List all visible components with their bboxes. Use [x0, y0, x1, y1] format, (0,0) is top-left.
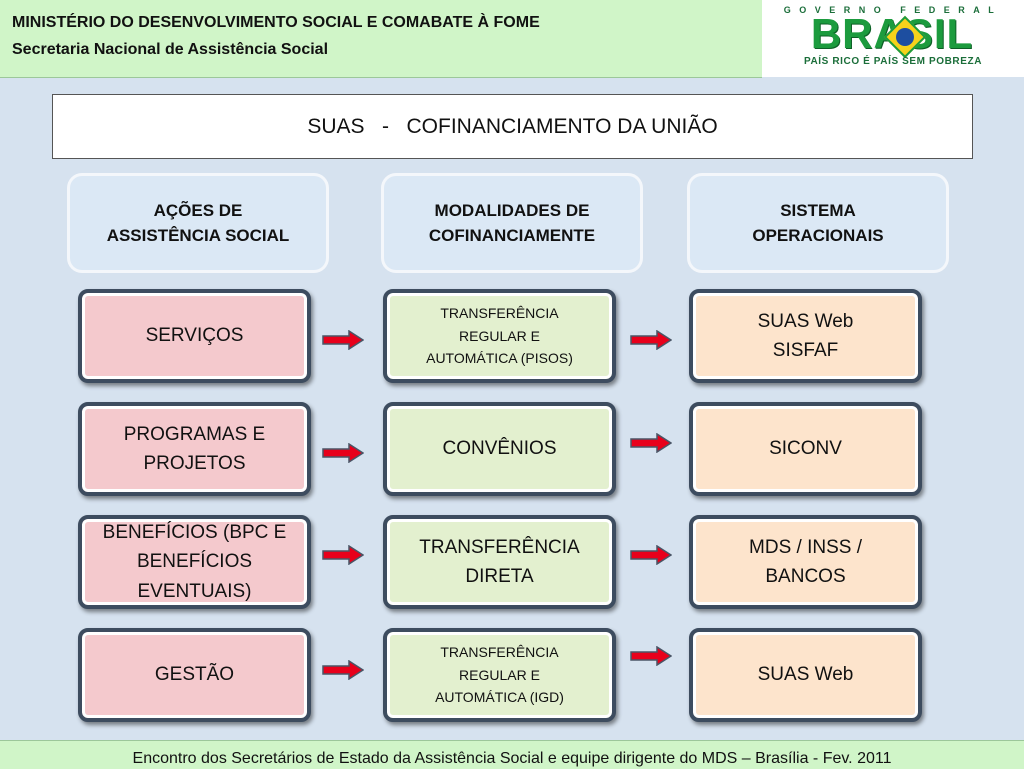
right-arrow-icon — [630, 545, 672, 565]
secretariat-name: Secretaria Nacional de Assistência Socia… — [12, 41, 329, 58]
action-box-programas: PROGRAMAS E PROJETOS — [78, 402, 311, 496]
action-box-beneficios: BENEFÍCIOS (BPC E BENEFÍCIOS EVENTUAIS) — [78, 515, 311, 609]
box-line: SUAS Web — [757, 664, 854, 686]
box-line: PROJETOS — [143, 453, 246, 474]
box-line: AUTOMÁTICA (PISOS) — [426, 350, 573, 367]
box-line: PROGRAMAS E — [123, 423, 266, 445]
box-line: SICONV — [769, 438, 842, 460]
modality-box-direta: TRANSFERÊNCIA DIRETA — [383, 515, 616, 609]
right-arrow-icon — [322, 330, 364, 350]
box-line: GESTÃO — [154, 664, 235, 686]
column-header-line: ASSISTÊNCIA SOCIAL — [106, 226, 290, 245]
box-line: EVENTUAIS) — [137, 580, 252, 602]
column-header-line: OPERACIONAIS — [752, 226, 884, 245]
column-header-systems: SISTEMA OPERACIONAIS — [690, 176, 946, 270]
right-arrow-icon — [630, 433, 672, 453]
footer-banner: Encontro dos Secretários de Estado da As… — [0, 740, 1024, 769]
header-banner: MINISTÉRIO DO DESENVOLVIMENTO SOCIAL E C… — [0, 0, 762, 78]
ministry-name: MINISTÉRIO DO DESENVOLVIMENTO SOCIAL E C… — [12, 14, 540, 31]
column-header-line: COFINANCIAMENTE — [428, 226, 596, 245]
flag-globe-icon — [896, 28, 914, 46]
box-line: CONVÊNIOS — [442, 438, 557, 460]
page-title: SUAS - COFINANCIAMENTO DA UNIÃO — [52, 94, 973, 159]
box-line: TRANSFERÊNCIA — [440, 644, 559, 661]
action-box-gestao: GESTÃO — [78, 628, 311, 722]
column-header-modalities: MODALIDADES DE COFINANCIAMENTE — [384, 176, 640, 270]
box-line: MDS / INSS / — [749, 536, 862, 558]
box-line: BENEFÍCIOS (BPC E — [102, 521, 287, 543]
brasil-logo: GOVERNO FEDERAL BRASIL PAÍS RICO É PAÍS … — [762, 0, 1024, 77]
box-line: TRANSFERÊNCIA — [419, 536, 580, 558]
box-line: AUTOMÁTICA (IGD) — [435, 689, 564, 706]
system-box-siconv: SICONV — [689, 402, 922, 496]
right-arrow-icon — [322, 443, 364, 463]
action-box-servicos: SERVIÇOS — [78, 289, 311, 383]
box-line: REGULAR E — [459, 666, 540, 683]
modality-box-igd: TRANSFERÊNCIA REGULAR E AUTOMÁTICA (IGD) — [383, 628, 616, 722]
system-box-suas-web: SUAS Web — [689, 628, 922, 722]
column-header-line: MODALIDADES DE — [434, 200, 590, 220]
column-header-line: SISTEMA — [780, 200, 856, 220]
box-line: SISFAF — [772, 340, 839, 361]
box-line: BENEFÍCIOS — [136, 551, 253, 573]
right-arrow-icon — [322, 545, 364, 565]
modality-box-convenios: CONVÊNIOS — [383, 402, 616, 496]
modality-box-pisos: TRANSFERÊNCIA REGULAR E AUTOMÁTICA (PISOS) — [383, 289, 616, 383]
box-line: SERVIÇOS — [145, 325, 244, 347]
right-arrow-icon — [630, 330, 672, 350]
box-line: TRANSFERÊNCIA — [440, 305, 559, 322]
box-line: DIRETA — [465, 566, 534, 587]
column-header-line: AÇÕES DE — [153, 200, 243, 220]
column-header-actions: AÇÕES DE ASSISTÊNCIA SOCIAL — [70, 176, 326, 270]
box-line: REGULAR E — [459, 327, 540, 344]
right-arrow-icon — [322, 660, 364, 680]
box-line: SUAS Web — [757, 310, 854, 332]
logo-tagline: PAÍS RICO É PAÍS SEM POBREZA — [803, 56, 983, 67]
box-line: BANCOS — [765, 566, 846, 587]
system-box-mds-inss: MDS / INSS / BANCOS — [689, 515, 922, 609]
right-arrow-icon — [630, 646, 672, 666]
logo-top-text: GOVERNO FEDERAL — [783, 5, 1003, 15]
